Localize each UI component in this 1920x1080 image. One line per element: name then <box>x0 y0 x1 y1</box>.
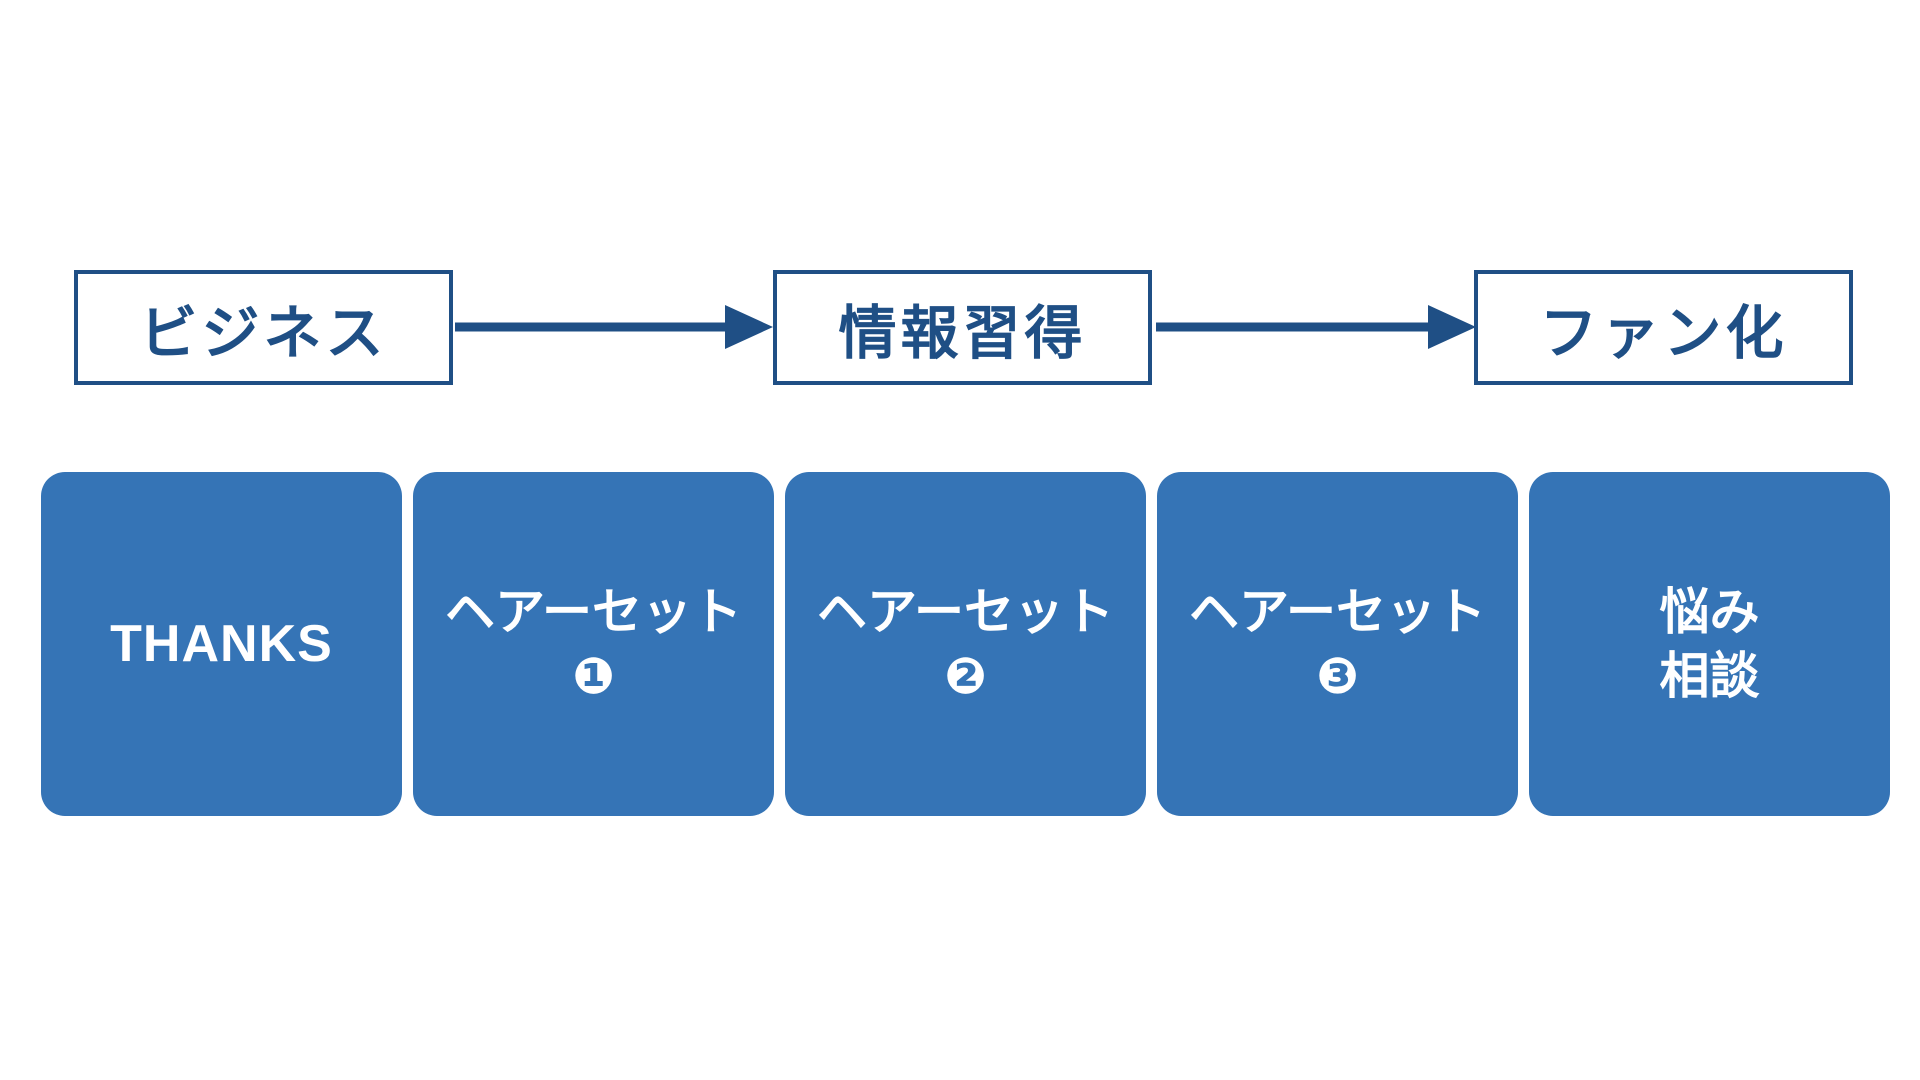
card-hairset-1: ヘアーセット ❶ <box>413 472 774 816</box>
card-consultation-line1: 悩み <box>1659 583 1760 641</box>
card-thanks: THANKS <box>41 472 402 816</box>
arrow-right-icon <box>1156 305 1476 349</box>
card-consultation: 悩み 相談 <box>1529 472 1890 816</box>
arrow-right-icon <box>455 305 773 349</box>
card-hairset-2-title: ヘアーセット <box>817 583 1114 641</box>
flow-arrow-2 <box>1156 297 1476 357</box>
card-hairset-1-title: ヘアーセット <box>445 583 742 641</box>
card-hairset-2: ヘアーセット ❷ <box>785 472 1146 816</box>
card-hairset-3-title: ヘアーセット <box>1189 583 1486 641</box>
card-hairset-3-number: ❸ <box>1316 647 1359 705</box>
card-consultation-line2: 相談 <box>1659 647 1760 705</box>
card-hairset-3: ヘアーセット ❸ <box>1157 472 1518 816</box>
stage-box-information: 情報習得 <box>773 270 1152 385</box>
card-hairset-2-number: ❷ <box>944 647 987 705</box>
stage-label-business: ビジネス <box>139 298 388 367</box>
card-hairset-1-number: ❶ <box>572 647 615 705</box>
stage-box-business: ビジネス <box>74 270 453 385</box>
stage-box-fan: ファン化 <box>1474 270 1853 385</box>
flow-arrow-1 <box>455 297 773 357</box>
stage-label-information: 情報習得 <box>838 298 1087 367</box>
card-thanks-title: THANKS <box>110 615 333 673</box>
stage-label-fan: ファン化 <box>1539 298 1788 367</box>
